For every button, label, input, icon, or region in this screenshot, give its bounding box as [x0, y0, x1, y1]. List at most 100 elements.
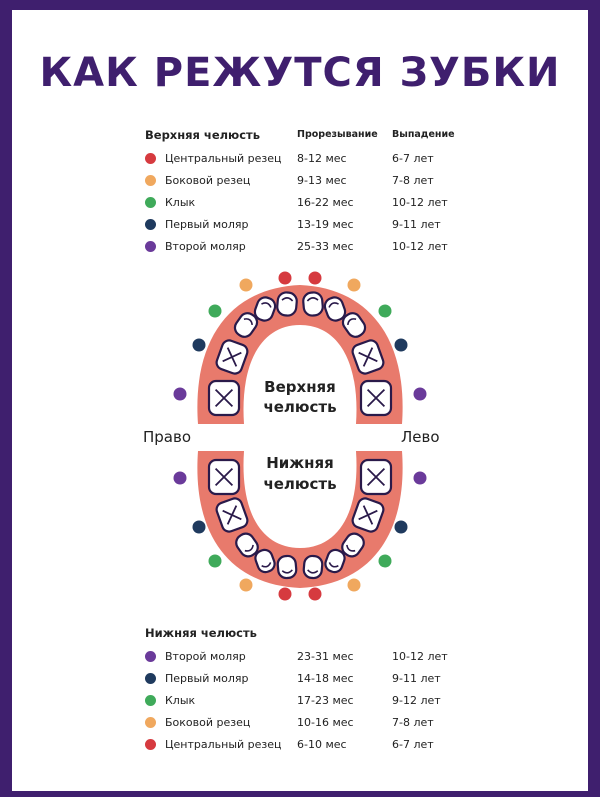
tooth-color-dot [145, 650, 156, 662]
tooth-name-cell: Клык [145, 694, 297, 707]
upper-central-dot [308, 271, 322, 285]
upper-first-molar-dot [192, 338, 206, 352]
tooth-name: Второй моляр [165, 239, 246, 253]
loss-cell: 10-12 лет [392, 649, 448, 663]
eruption-column-header: Прорезывание [297, 129, 378, 140]
tooth-name: Боковой резец [165, 715, 251, 729]
upper-second-molar-dot [173, 387, 187, 401]
upper-canine-tooth [233, 312, 259, 338]
tooth-name: Боковой резец [165, 173, 251, 187]
loss-cell: 9-11 лет [392, 671, 441, 685]
lower-lateral-dot [239, 578, 253, 592]
lower-central-dot [278, 587, 292, 601]
upper-first-molar-tooth [351, 339, 385, 375]
loss-column-header: Выпадение [392, 129, 455, 140]
upper-lateral-dot [347, 278, 361, 292]
tooth-color-dot [145, 694, 156, 706]
loss-cell: 9-12 лет [392, 693, 441, 707]
tooth-color-dot [145, 240, 156, 252]
upper-central-incisor-tooth [276, 291, 298, 317]
upper-table-title: Верхняя челюсть [145, 127, 260, 142]
upper-table-header: Верхняя челюсть Прорезывание Выпадение [145, 126, 475, 143]
tooth-color-dot [145, 218, 156, 230]
right-side-label: Право [143, 428, 192, 446]
tooth-name: Первый моляр [165, 217, 249, 231]
lower-first-molar-dot [192, 520, 206, 534]
tooth-name-cell: Первый моляр [145, 672, 297, 685]
eruption-cell: 9-13 мес [297, 173, 347, 187]
upper-first-molar-tooth [215, 339, 249, 375]
eruption-cell: 13-19 мес [297, 217, 354, 231]
lower-central-incisor-tooth [302, 554, 324, 580]
upper-central-incisor-tooth [302, 291, 324, 317]
upper-canine-dot [208, 304, 222, 318]
tooth-name-cell: Второй моляр [145, 240, 297, 253]
upper-canine-tooth [341, 312, 367, 338]
upper-second-molar-tooth [207, 379, 241, 417]
upper-jaw-label-line1: Верхняя [264, 378, 336, 396]
table-row: Клык 17-23 мес 9-12 лет [145, 689, 475, 711]
eruption-cell: 10-16 мес [297, 715, 354, 729]
lower-table-title: Нижняя челюсть [145, 625, 257, 640]
lower-table-header: Нижняя челюсть [145, 624, 475, 641]
loss-cell: 7-8 лет [392, 715, 434, 729]
tooth-color-dot [145, 716, 156, 728]
loss-cell: 6-7 лет [392, 737, 434, 751]
lower-jaw-label-line2: челюсть [263, 475, 336, 493]
loss-cell: 6-7 лет [392, 151, 434, 165]
lower-second-molar-tooth [207, 458, 241, 496]
lower-second-molar-dot [413, 471, 427, 485]
tooth-color-dot [145, 152, 156, 164]
lower-first-molar-tooth [351, 497, 385, 533]
lower-second-molar-dot [173, 471, 187, 485]
upper-lateral-dot [239, 278, 253, 292]
table-row: Центральный резец 6-10 мес 6-7 лет [145, 733, 475, 755]
lower-lateral-incisor-tooth [324, 548, 346, 574]
lower-first-molar-tooth [215, 497, 249, 533]
upper-lateral-incisor-tooth [323, 296, 347, 322]
tooth-name-cell: Первый моляр [145, 218, 297, 231]
tooth-name: Центральный резец [165, 151, 282, 165]
lower-lateral-incisor-tooth [254, 548, 276, 574]
eruption-cell: 25-33 мес [297, 239, 354, 253]
tooth-name: Второй моляр [165, 649, 246, 663]
table-row: Центральный резец 8-12 мес 6-7 лет [145, 147, 475, 169]
lower-jaw-label-line1: Нижняя [266, 454, 334, 472]
lower-canine-tooth [341, 532, 365, 558]
tooth-name: Клык [165, 195, 196, 209]
upper-jaw-table: Верхняя челюсть Прорезывание Выпадение Ц… [145, 126, 475, 257]
tooth-color-dot [145, 196, 156, 208]
page-title: КАК РЕЖУТСЯ ЗУБКИ [39, 50, 561, 96]
eruption-cell: 17-23 мес [297, 693, 354, 707]
tooth-name-cell: Боковой резец [145, 174, 297, 187]
tooth-name-cell: Центральный резец [145, 738, 297, 751]
tooth-name-cell: Клык [145, 196, 297, 209]
upper-canine-dot [378, 304, 392, 318]
tooth-name-cell: Центральный резец [145, 152, 297, 165]
tooth-color-dot [145, 174, 156, 186]
lower-central-dot [308, 587, 322, 601]
eruption-cell: 14-18 мес [297, 671, 354, 685]
table-row: Первый моляр 14-18 мес 9-11 лет [145, 667, 475, 689]
tooth-name: Центральный резец [165, 737, 282, 751]
left-side-label: Лево [401, 428, 440, 446]
tooth-name: Первый моляр [165, 671, 249, 685]
lower-lateral-dot [347, 578, 361, 592]
loss-cell: 10-12 лет [392, 239, 448, 253]
lower-canine-tooth [235, 532, 259, 558]
eruption-cell: 6-10 мес [297, 737, 347, 751]
tooth-name: Клык [165, 693, 196, 707]
lower-first-molar-dot [394, 520, 408, 534]
eruption-cell: 8-12 мес [297, 151, 347, 165]
lower-canine-dot [378, 554, 392, 568]
loss-cell: 10-12 лет [392, 195, 448, 209]
upper-second-molar-tooth [359, 379, 393, 417]
upper-second-molar-dot [413, 387, 427, 401]
upper-lateral-incisor-tooth [253, 296, 277, 322]
